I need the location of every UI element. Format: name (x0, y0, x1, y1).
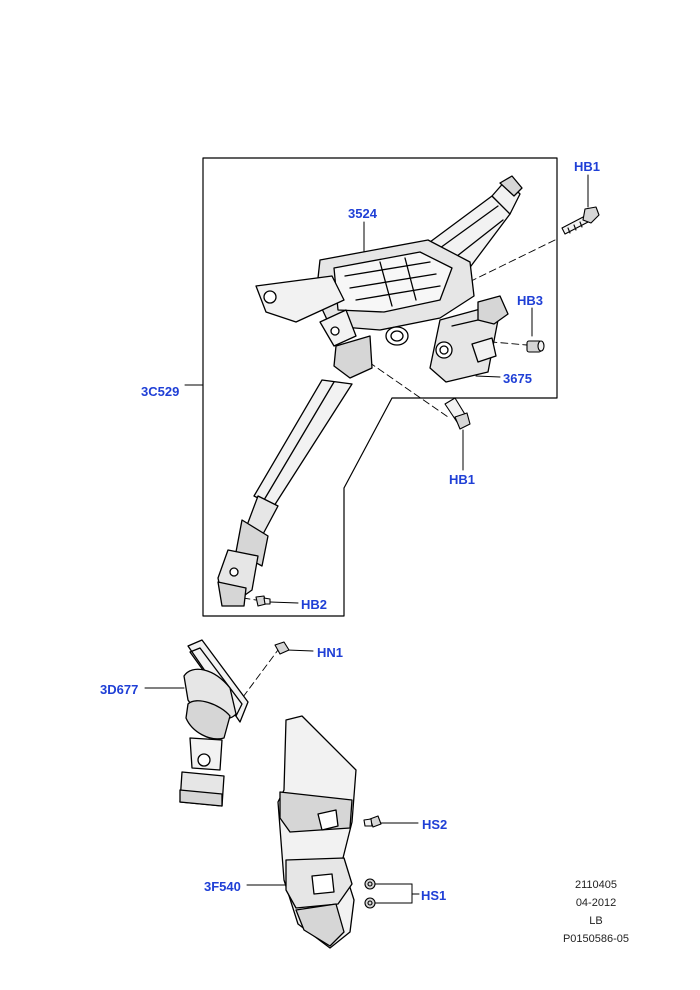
bolt-hb1-mid (444, 397, 471, 430)
ignition-switch-3675 (429, 295, 509, 383)
bolt-hs2 (363, 815, 382, 828)
callout-hb1-top[interactable]: HB1 (574, 159, 601, 174)
assembly-frame (202, 157, 558, 617)
callout-3c529[interactable]: 3C529 (141, 384, 180, 399)
callout-3675[interactable]: 3675 (503, 371, 532, 386)
nuts-hs1 (364, 878, 376, 909)
callout-3f540[interactable]: 3F540 (204, 879, 241, 894)
callout-hs1[interactable]: HS1 (421, 888, 447, 903)
callout-hb3[interactable]: HB3 (517, 293, 544, 308)
callout-hb2[interactable]: HB2 (301, 597, 328, 612)
ref-region: LB (589, 915, 603, 927)
bolt-hb3 (526, 340, 545, 353)
callout-3524[interactable]: 3524 (348, 206, 377, 221)
steering-column-3524 (217, 175, 523, 607)
heat-shield-3f540 (277, 715, 357, 949)
nut-hn1 (274, 641, 290, 655)
callout-hn1[interactable]: HN1 (317, 645, 344, 660)
ref-number: 2110405 (574, 879, 617, 891)
boot-seal-3d677 (179, 639, 249, 807)
illustration-id: P0150586-05 (562, 933, 630, 945)
callout-hb1-mid[interactable]: HB1 (449, 472, 476, 487)
leader-lines (144, 174, 589, 904)
callout-hs2[interactable]: HS2 (422, 817, 448, 832)
callout-3d677[interactable]: 3D677 (100, 682, 139, 697)
ref-date: 04-2012 (575, 897, 617, 909)
bolt-hb1-top (561, 206, 600, 235)
bolt-hb2 (255, 595, 271, 607)
